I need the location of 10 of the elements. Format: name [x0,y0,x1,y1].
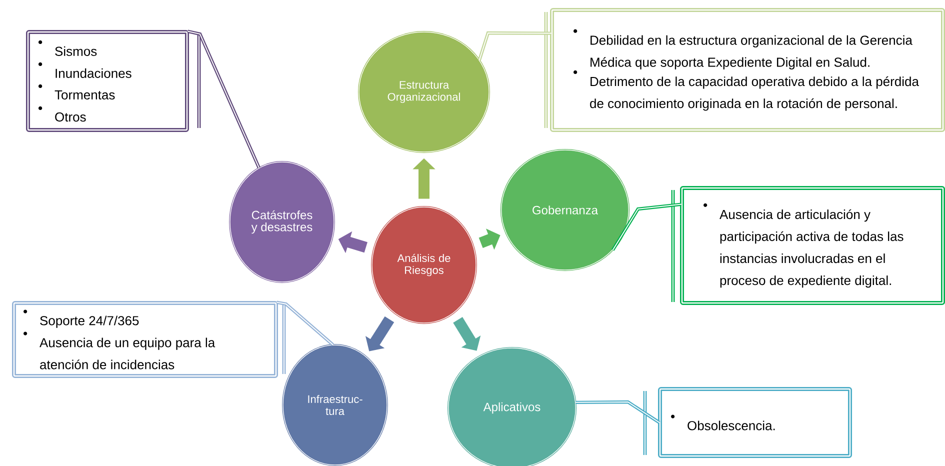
callout-box: Soporte 24/7/365 Ausencia de un equipo para la atención de incidencias [12,301,286,378]
callout-box: Ausencia de articulación y participación activa de todas las instancias involucradas en el proceso de expediente digital. [671,186,945,305]
leader-line [276,300,334,346]
leader-line [611,202,682,251]
callout-box: Debilidad en la estructura organizacional de la Gerencia Médica que soporta Expediente Digital en Salud. Detrimento de la capacidad operativa debido a la pérdida de conocimiento originada en la rotación de personal. [544,8,945,132]
leader-line [575,400,660,424]
callout-box: Obsolescencia. [643,387,852,458]
leader-line [187,30,260,168]
leader-line [478,31,552,61]
callout-box: Sismos Inundaciones Tormentas Otros [26,30,201,132]
